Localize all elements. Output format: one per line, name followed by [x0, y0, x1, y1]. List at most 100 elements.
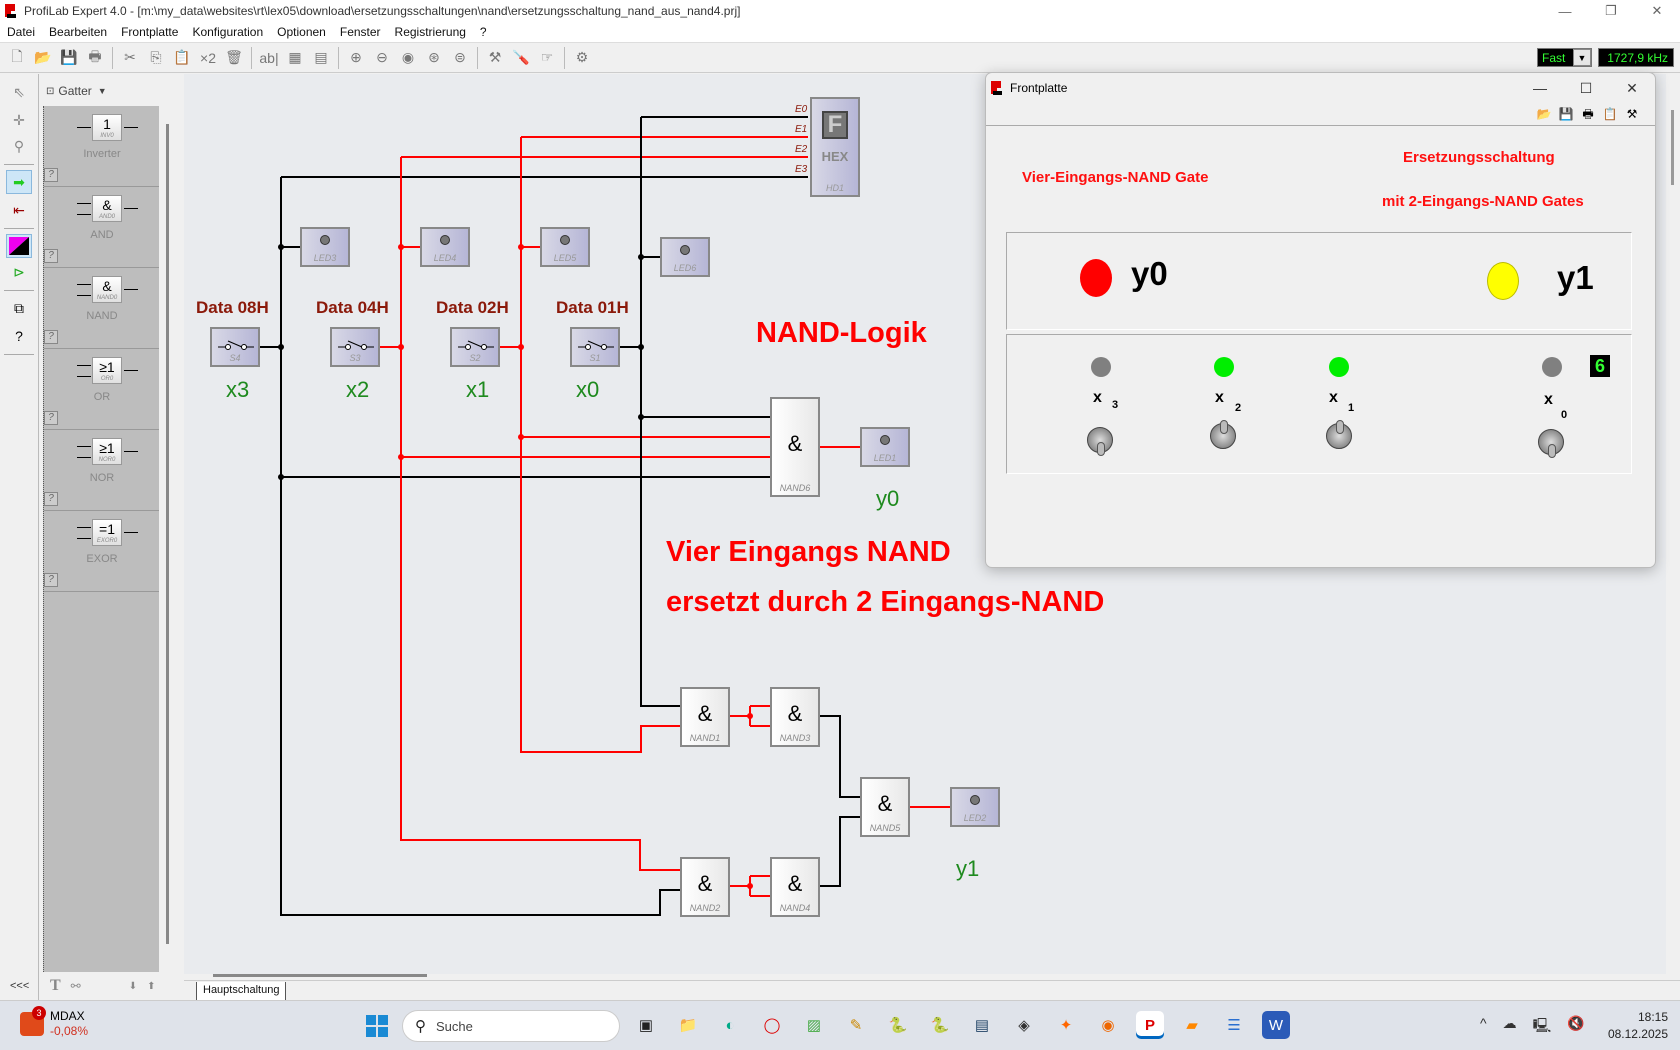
menu-konfiguration[interactable]: Konfiguration	[192, 25, 264, 39]
settings-icon[interactable]: ⚙	[575, 49, 589, 65]
grid-icon[interactable]: ▦	[288, 49, 302, 65]
screwdriver-icon[interactable]: 🪛	[512, 49, 530, 65]
python-file-icon[interactable]: 🐍	[888, 1017, 908, 1034]
led-led1[interactable]: LED1	[860, 427, 910, 467]
help-icon[interactable]: ?	[44, 330, 58, 344]
tab-hauptschaltung[interactable]: Hauptschaltung	[196, 982, 287, 1000]
gate-nand4[interactable]: &NAND4	[770, 857, 820, 917]
build-icon[interactable]: ⚒	[488, 49, 502, 65]
python-ide-icon[interactable]: ▤	[974, 1017, 990, 1034]
stock-widget[interactable]: 3 MDAX-0,08%	[20, 1006, 88, 1039]
close-button[interactable]: ✕	[1651, 3, 1663, 18]
text-icon[interactable]: ab|	[259, 49, 279, 66]
menu-datei[interactable]: Datei	[7, 25, 36, 39]
help-icon[interactable]: ?	[44, 249, 58, 263]
zoom-window-icon[interactable]: ⊛	[428, 49, 440, 65]
gate-nand5[interactable]: &NAND5	[860, 777, 910, 837]
duplicate-icon[interactable]: ×2	[200, 49, 216, 66]
gate-nand3[interactable]: &NAND3	[770, 687, 820, 747]
copy-icon[interactable]: ⎘	[150, 49, 162, 65]
help-pointer-icon[interactable]: ?	[15, 328, 23, 344]
zoom-in-icon[interactable]: ⊕	[350, 49, 362, 65]
canvas-vertical-scrollbar[interactable]	[1666, 74, 1680, 974]
help-icon[interactable]: ?	[44, 573, 58, 587]
fp-minimize-button[interactable]: —	[1533, 80, 1547, 96]
hand-icon[interactable]: ☞	[540, 49, 554, 65]
save-icon[interactable]: 💾	[1558, 107, 1574, 121]
palette-item-and[interactable]: &AND0 AND ?	[44, 187, 160, 268]
inkscape-icon[interactable]: ◈	[1018, 1017, 1030, 1034]
palette-item-nand[interactable]: &NAND0 NAND ?	[44, 268, 160, 349]
hi-lo-icon[interactable]	[6, 234, 32, 258]
file-explorer-icon[interactable]: 📁	[678, 1017, 698, 1034]
taskbar-search[interactable]: ⚲ Suche	[402, 1010, 620, 1042]
help-icon[interactable]: ?	[44, 411, 58, 425]
pointer-icon[interactable]: ⇖	[13, 83, 25, 100]
paste-icon[interactable]: 📋	[173, 49, 191, 65]
led-led2[interactable]: LED2	[950, 787, 1000, 827]
help-icon[interactable]: ?	[44, 168, 58, 182]
paint-app-icon[interactable]: ✎	[849, 1017, 863, 1034]
sublime-icon[interactable]: ▰	[1186, 1017, 1198, 1034]
canvas-horizontal-scrollbar[interactable]	[213, 974, 427, 977]
notepad-icon[interactable]: ☰	[1227, 1017, 1241, 1034]
menu-optionen[interactable]: Optionen	[277, 25, 326, 39]
save-icon[interactable]: 💾	[60, 49, 78, 65]
list-icon[interactable]: ▤	[314, 49, 328, 65]
open-icon[interactable]: 📂	[1536, 107, 1552, 121]
zoom-fit-icon[interactable]: ◉	[401, 49, 415, 65]
gate-nand1[interactable]: &NAND1	[680, 687, 730, 747]
bolt-app-icon[interactable]: ✦	[1059, 1017, 1073, 1034]
collapse-palette-button[interactable]: <<<	[10, 980, 30, 992]
text-tool-icon[interactable]: T	[50, 977, 61, 994]
zoom-all-icon[interactable]: ⊜	[454, 49, 466, 65]
switch-s4[interactable]: S4	[210, 327, 260, 367]
toggle-switch-x3[interactable]	[1087, 427, 1113, 456]
led-led6[interactable]: LED6	[660, 237, 710, 277]
tools-icon[interactable]: ⚒	[1626, 107, 1638, 121]
move-up-icon[interactable]: ⬆	[147, 980, 156, 992]
windows-start-button[interactable]	[366, 1015, 388, 1037]
menu-registrierung[interactable]: Registrierung	[394, 25, 466, 39]
binoculars-icon[interactable]: ⚯	[70, 979, 81, 993]
fp-maximize-button[interactable]: ☐	[1579, 79, 1593, 96]
toggle-switch-x0[interactable]	[1538, 429, 1564, 458]
chevron-down-icon[interactable]: ▼	[1573, 49, 1591, 66]
hex-display-hd1[interactable]: F HEX HD1	[810, 97, 860, 197]
delete-icon[interactable]: 🗑	[225, 49, 243, 65]
red-app-icon[interactable]: ◯	[763, 1017, 781, 1034]
led-led3[interactable]: LED3	[300, 227, 350, 267]
magnifier-icon[interactable]: ⚲	[13, 137, 25, 154]
led-led4[interactable]: LED4	[420, 227, 470, 267]
menu-help[interactable]: ?	[479, 25, 487, 39]
print-icon[interactable]: 🖶	[88, 47, 102, 64]
green-app-icon[interactable]: ▨	[806, 1017, 822, 1034]
arrow-left-bar-icon[interactable]: ⇤	[13, 201, 25, 218]
new-icon[interactable]: 🗋	[11, 47, 23, 64]
taskbar-clock[interactable]: 18:15 08.12.2025	[1607, 1010, 1668, 1041]
menu-frontplatte[interactable]: Frontplatte	[121, 25, 179, 39]
swap-windows-icon[interactable]: ⧉	[14, 299, 24, 316]
palette-scrollbar[interactable]	[159, 106, 177, 972]
gate-nand2[interactable]: &NAND2	[680, 857, 730, 917]
fp-close-button[interactable]: ✕	[1626, 79, 1638, 96]
volume-muted-icon[interactable]: 🔇	[1567, 1015, 1585, 1031]
open-icon[interactable]: 📂	[34, 49, 52, 65]
help-icon[interactable]: ?	[44, 492, 58, 506]
toggle-switch-x2[interactable]	[1210, 420, 1236, 449]
arrow-right-icon[interactable]: ➡	[6, 170, 32, 194]
onedrive-icon[interactable]: ☁	[1502, 1015, 1517, 1031]
toggle-switch-x1[interactable]	[1326, 420, 1352, 449]
pin-icon[interactable]: ⊳	[13, 263, 25, 280]
minimize-button[interactable]: —	[1558, 3, 1572, 19]
chevron-up-icon[interactable]: ^	[1480, 1015, 1487, 1031]
firefox-icon[interactable]: ◉	[1101, 1017, 1115, 1034]
zoom-out-icon[interactable]: ⊖	[376, 49, 388, 65]
profilab-taskbar-icon[interactable]: P	[1136, 1011, 1164, 1039]
edge-icon[interactable]: ◐	[725, 1016, 735, 1034]
switch-s2[interactable]: S2	[450, 327, 500, 367]
switch-s3[interactable]: S3	[330, 327, 380, 367]
